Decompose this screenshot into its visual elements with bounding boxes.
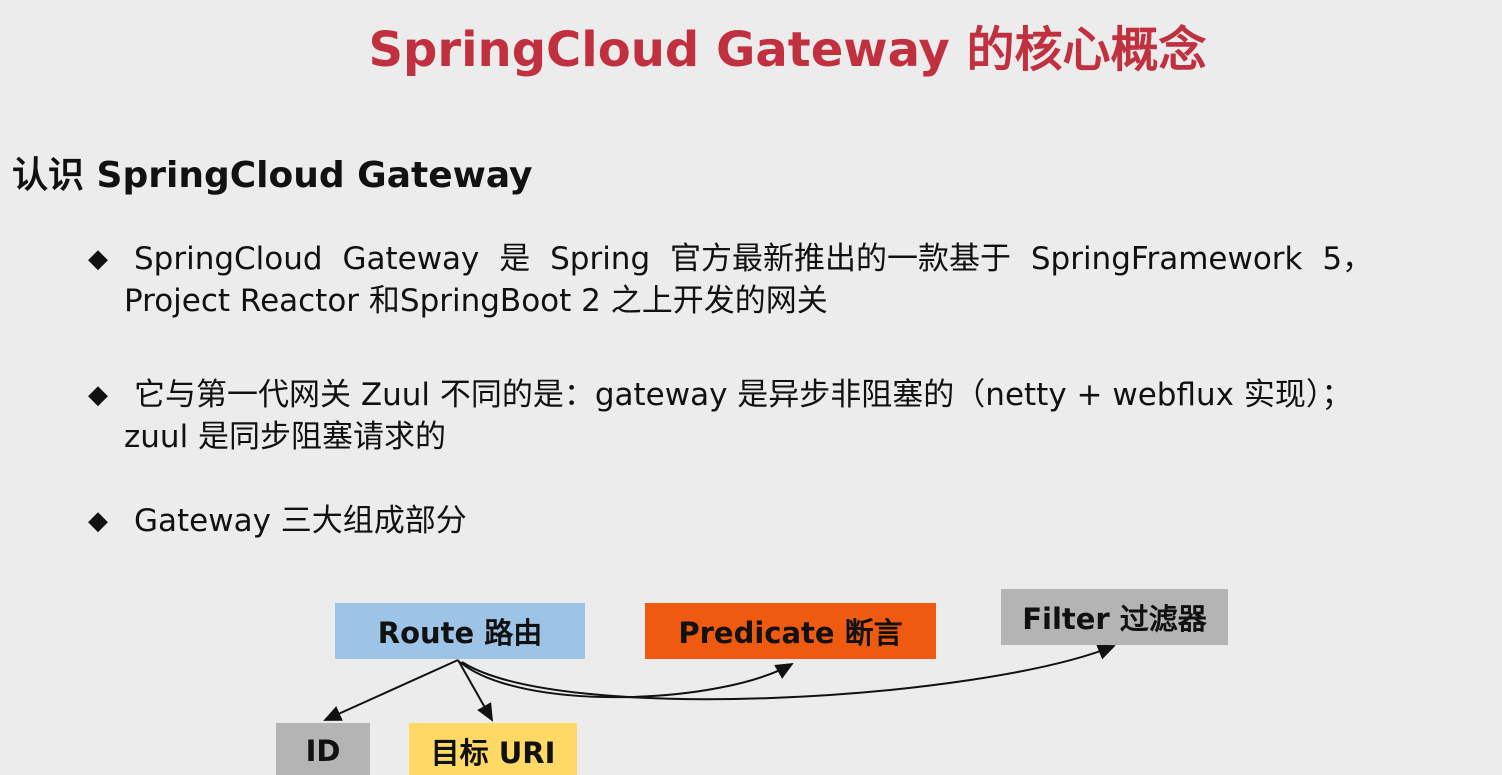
- arrow-route-to-id: [323, 659, 459, 721]
- bullet-2-line-1: 它与第一代网关 Zuul 不同的是：gateway 是异步非阻塞的（netty …: [134, 377, 1353, 413]
- section-heading: 认识 SpringCloud Gateway: [12, 155, 533, 196]
- arrow-route-to-uri: [457, 659, 493, 722]
- route-box: Route 路由: [335, 603, 585, 659]
- bullet-1-line-2: Project Reactor 和SpringBoot 2 之上开发的网关: [124, 283, 828, 319]
- slide-title: SpringCloud Gateway 的核心概念: [368, 22, 1207, 78]
- id-box: ID: [276, 723, 370, 775]
- target-uri-box: 目标 URI: [409, 723, 577, 775]
- diamond-bullet-icon: ◆: [88, 380, 108, 410]
- diamond-bullet-icon: ◆: [88, 244, 108, 274]
- bullet-item-1: ◆ SpringCloud Gateway 是 Spring 官方最新推出的一款…: [88, 238, 1448, 322]
- bullet-item-2: ◆ 它与第一代网关 Zuul 不同的是：gateway 是异步非阻塞的（nett…: [88, 374, 1488, 458]
- diamond-bullet-icon: ◆: [88, 506, 108, 536]
- predicate-box: Predicate 断言: [645, 603, 936, 659]
- bullet-3-line-1: Gateway 三大组成部分: [134, 503, 467, 539]
- bullet-2-line-2: zuul 是同步阻塞请求的: [124, 419, 447, 455]
- filter-box: Filter 过滤器: [1001, 589, 1228, 645]
- arrow-route-to-predicate: [459, 661, 794, 699]
- bullet-1-line-1: SpringCloud Gateway 是 Spring 官方最新推出的一款基于…: [134, 241, 1374, 277]
- bullet-item-3: ◆ Gateway 三大组成部分: [88, 500, 467, 542]
